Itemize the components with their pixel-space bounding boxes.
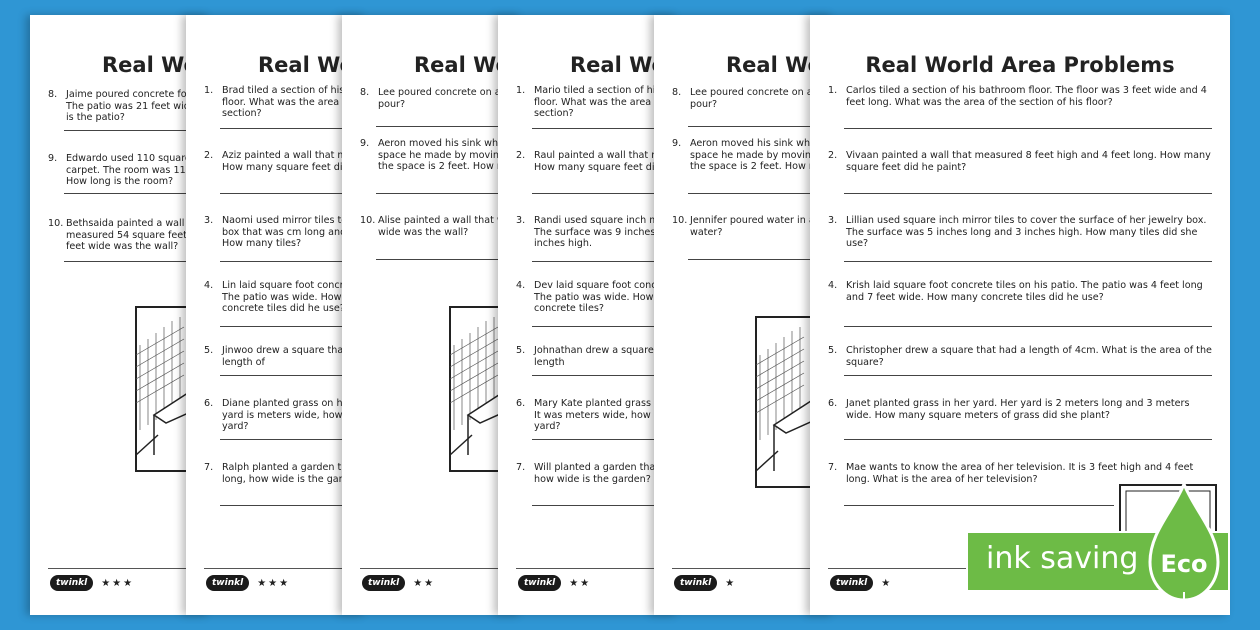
page-title: Real World Area Problems (865, 53, 1175, 77)
answer-line-1[interactable] (844, 128, 1212, 129)
worksheet-page-1: Real World Area Problems 8. Jaime poured… (30, 15, 210, 615)
footer: twinkl ★★★ (206, 573, 290, 593)
twinkl-logo: twinkl (362, 575, 406, 591)
question-9: 9.Aeron moved his sink when he made spac… (672, 138, 834, 172)
question-1: 1.Mario tiled a section of his bathroom … (516, 85, 678, 119)
question-5: 5.Johnathan drew a square that had a len… (516, 345, 678, 368)
footer-rule (828, 568, 978, 569)
worksheet-page-6: Real World Area Problems 1.Carlos tiled … (810, 15, 1230, 615)
worksheet-page-4: Real World Area Problems 1.Mario tiled a… (498, 15, 678, 615)
footer-rule (516, 568, 676, 569)
question-3: 3.Lillian used square inch mirror tiles … (828, 215, 1207, 249)
question-6: 6.Janet planted grass in her yard. Her y… (828, 398, 1190, 421)
question-5: 5.Jinwoo drew a square that had a length… (204, 345, 366, 368)
twinkl-logo: twinkl (830, 575, 874, 591)
footer-rule (204, 568, 364, 569)
question-4: 4.Lin laid square foot concrete tiles. T… (204, 280, 366, 314)
worksheet-page-5: Real World Area Problems 8.Lee poured co… (654, 15, 834, 615)
worksheet-page-3: Real World Area Problems 8.Lee poured co… (342, 15, 522, 615)
question-5: 5.Christopher drew a square that had a l… (828, 345, 1212, 368)
difficulty-stars: ★★ (569, 577, 592, 589)
eco-label: Eco (1160, 550, 1207, 578)
footer: twinkl ★★ (518, 573, 591, 593)
question-4: 4.Krish laid square foot concrete tiles … (828, 280, 1203, 303)
footer-rule (360, 568, 520, 569)
difficulty-stars: ★★★ (101, 577, 135, 589)
question-6: 6.Mary Kate planted grass in her yard. I… (516, 398, 678, 432)
question-6: 6.Diane planted grass on her yard. Her y… (204, 398, 366, 432)
question-3: 3.Naomi used mirror tiles to cover a box… (204, 215, 366, 249)
question-7: 7.Will planted a garden that is long, ho… (516, 462, 678, 485)
question-4: 4.Dev laid square foot concrete tiles. T… (516, 280, 678, 314)
answer-line-6[interactable] (844, 439, 1212, 440)
question-10: 10.Jennifer poured water in a cover with… (672, 215, 834, 238)
question-8: 8. Jaime poured concrete for his patio. … (48, 89, 210, 123)
question-2: 2.Raul painted a wall that measured. How… (516, 150, 678, 173)
twinkl-logo: twinkl (206, 575, 250, 591)
question-1: 1.Carlos tiled a section of his bathroom… (828, 85, 1207, 108)
answer-line-4[interactable] (844, 326, 1212, 327)
question-3: 3.Randi used square inch mirror tiles. T… (516, 215, 678, 249)
answer-line-7[interactable] (844, 505, 1114, 506)
twinkl-logo: twinkl (674, 575, 718, 591)
difficulty-stars: ★ (881, 577, 893, 589)
footer: twinkl ★ (830, 573, 892, 593)
footer-rule (672, 568, 832, 569)
difficulty-stars: ★★★ (257, 577, 291, 589)
footer-rule (48, 568, 208, 569)
question-1: 1.Brad tiled a section of his bedroom fl… (204, 85, 366, 119)
question-2: 2.Aziz painted a wall that measured. How… (204, 150, 366, 173)
eco-drop-icon: Eco (1148, 480, 1220, 608)
question-10: 10.Alise painted a wall that was feet wi… (360, 215, 522, 238)
footer: twinkl ★★★ (50, 573, 134, 593)
worksheet-page-2: Real World Area Problems 1.Brad tiled a … (186, 15, 366, 615)
answer-line-5[interactable] (844, 375, 1212, 376)
answer-line-2[interactable] (844, 193, 1212, 194)
question-9: 9.Aeron moved his sink when he made spac… (360, 138, 522, 172)
question-7: 7.Mae wants to know the area of her tele… (828, 462, 1194, 485)
difficulty-stars: ★ (725, 577, 737, 589)
question-2: 2.Vivaan painted a wall that measured 8 … (828, 150, 1211, 173)
twinkl-logo: twinkl (518, 575, 562, 591)
footer: twinkl ★ (674, 573, 736, 593)
question-10: 10. Bethsaida painted a wall that measur… (48, 218, 210, 252)
answer-line-3[interactable] (844, 261, 1212, 262)
footer: twinkl ★★ (362, 573, 435, 593)
question-9: 9. Edwardo used 110 square feet of carpe… (48, 153, 210, 187)
question-7: 7.Ralph planted a garden that is feet lo… (204, 462, 366, 485)
question-8: 8.Lee poured concrete on a 3ft by pour? (360, 87, 522, 110)
question-8: 8.Lee poured concrete on a 3ft by pour? (672, 87, 834, 110)
ink-saving-label: ink saving (986, 541, 1139, 576)
difficulty-stars: ★★ (413, 577, 436, 589)
twinkl-logo: twinkl (50, 575, 94, 591)
